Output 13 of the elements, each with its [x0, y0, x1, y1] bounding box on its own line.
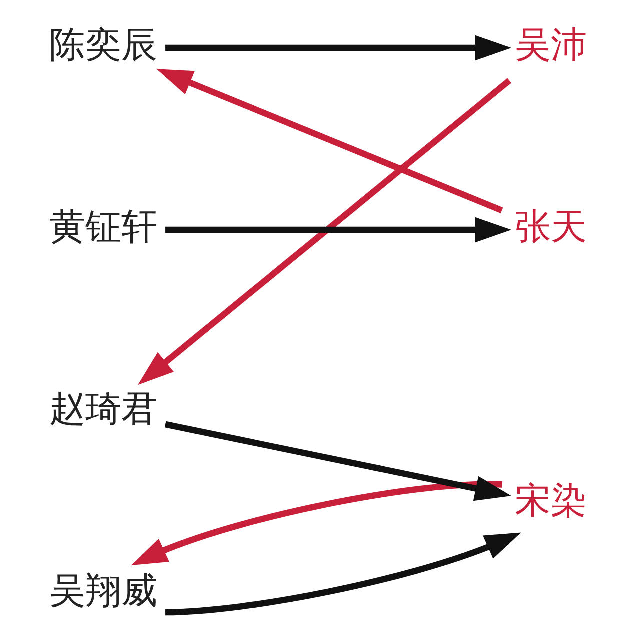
- node-text: 张天: [514, 207, 587, 248]
- arrow: [164, 421, 511, 502]
- arrow: [165, 217, 512, 243]
- arrow: [165, 35, 512, 61]
- arrow: [164, 532, 521, 616]
- node-text: 黄钲轩: [48, 207, 157, 248]
- node-text: 赵琦君: [48, 389, 157, 430]
- arrow: [156, 69, 503, 214]
- node-text: 吴沛: [514, 25, 587, 66]
- node-text: 宋染: [514, 480, 587, 522]
- arrow: [138, 78, 512, 386]
- node-text: 陈奕辰: [48, 25, 157, 66]
- node-text: 吴翔威: [48, 570, 157, 612]
